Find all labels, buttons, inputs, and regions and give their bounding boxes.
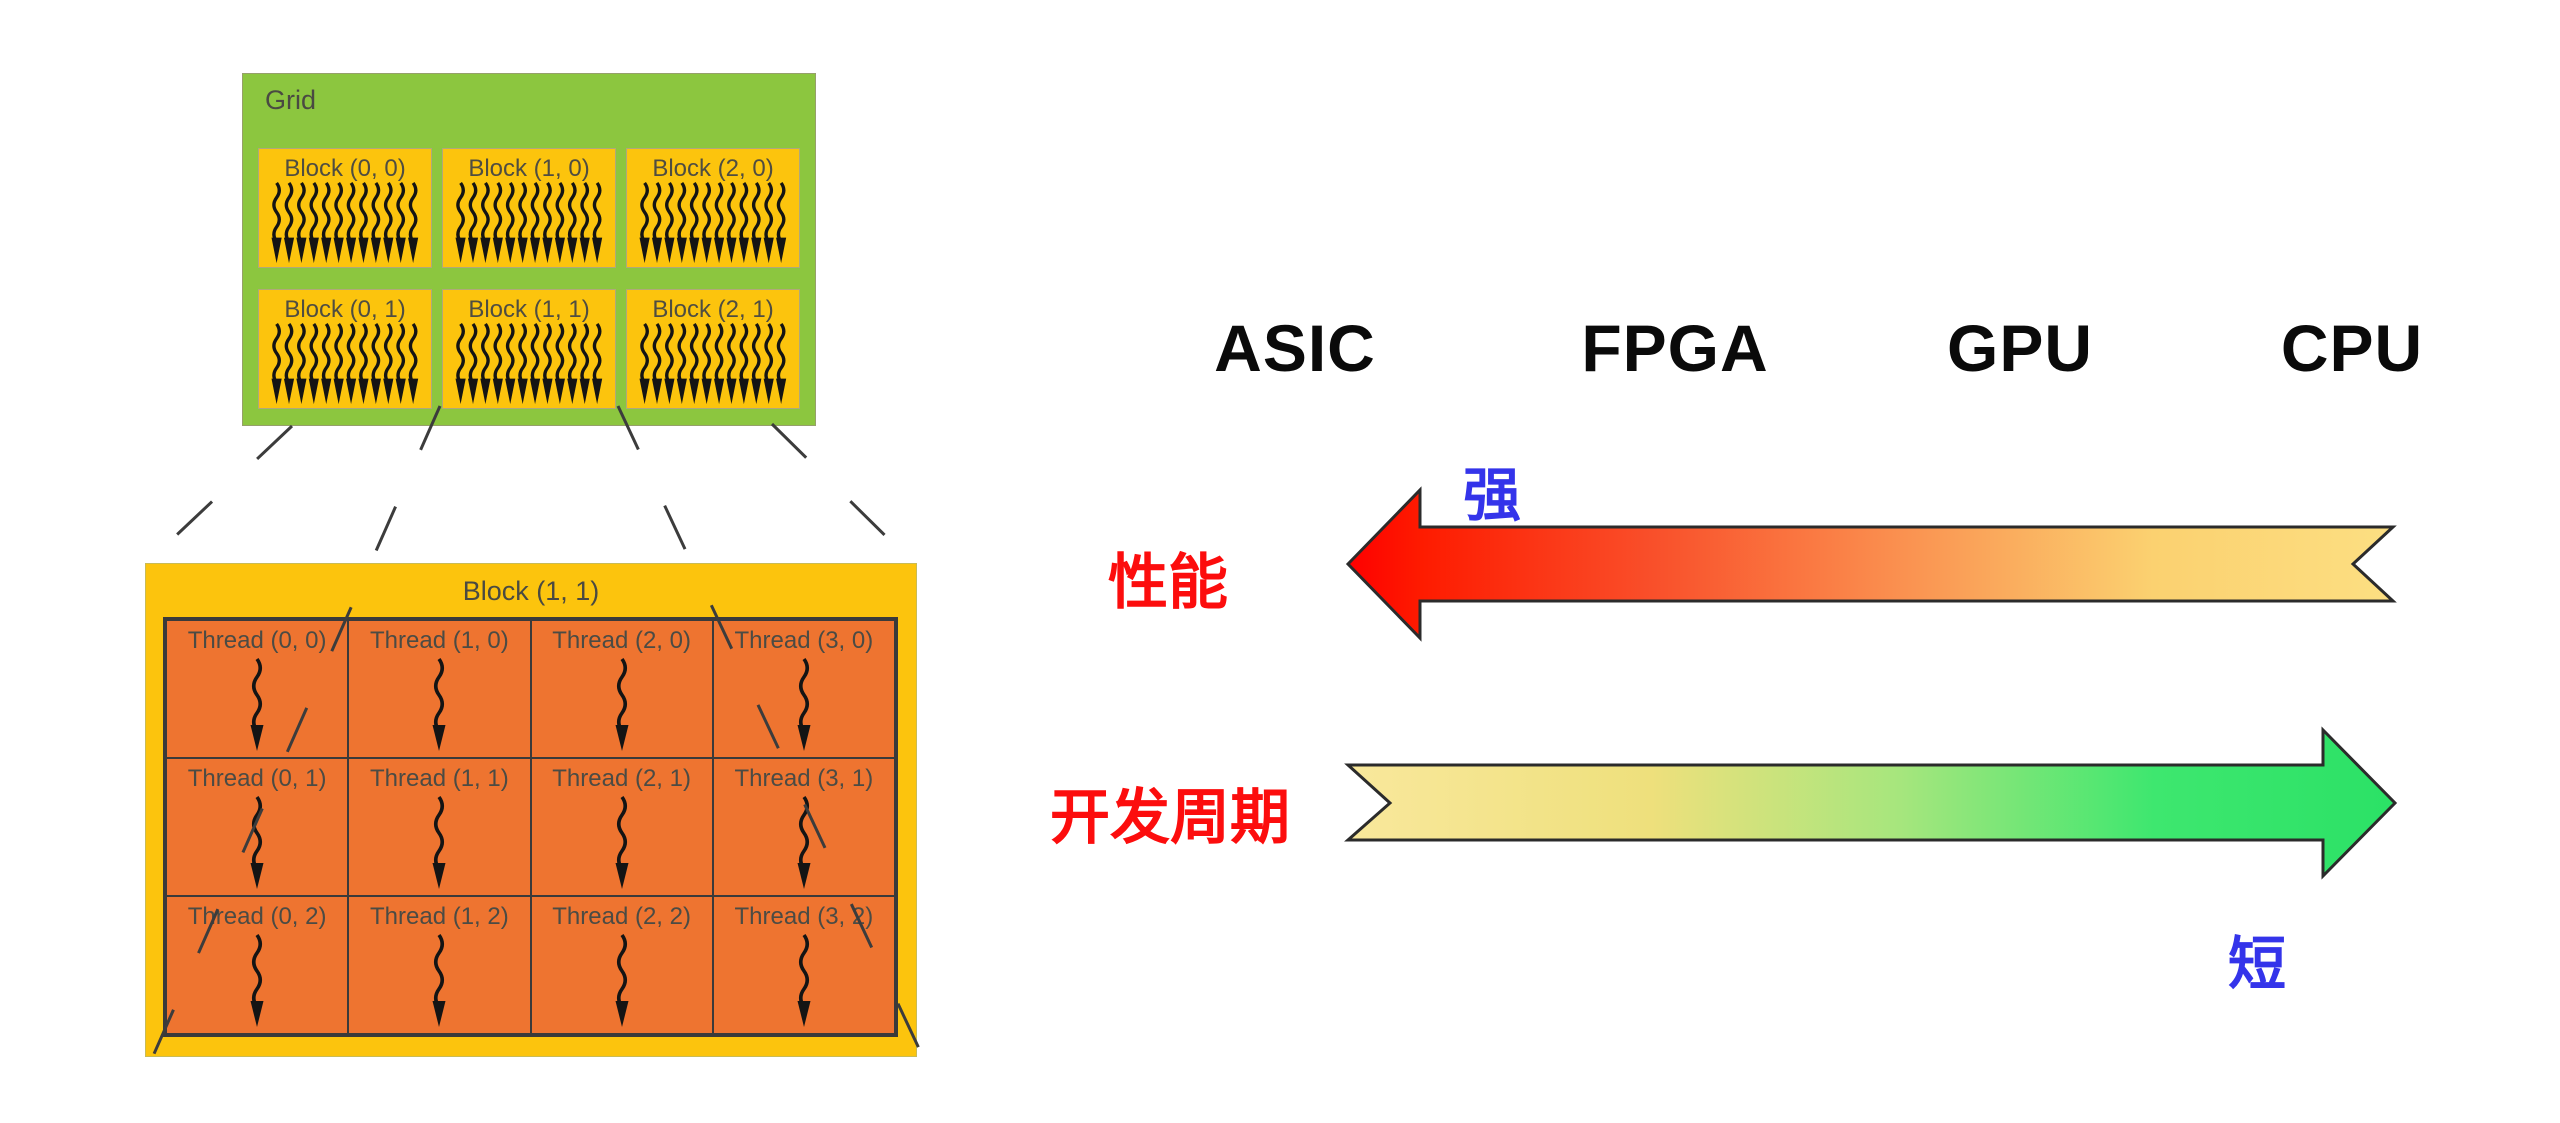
thread-squiggle-icon: [248, 933, 266, 1029]
thread-squiggle-icon: [431, 795, 448, 891]
thread-waves-icon: [637, 322, 789, 408]
grid-title: Grid: [265, 85, 317, 115]
block-detail-box: Block (1, 1) Thread (0, 0) Thread (1, 0)…: [145, 563, 917, 1057]
thread-cell-2-0: Thread (2, 0): [530, 620, 713, 758]
short-label: 短: [2227, 932, 2287, 997]
performance-label: 性能: [1108, 550, 1228, 616]
thread-cell-2-1: Thread (2, 1): [530, 758, 713, 896]
thread-squiggle-icon: [795, 933, 813, 1029]
thread-waves-icon: [637, 181, 789, 267]
thread-cell-3-0: Thread (3, 0): [712, 620, 895, 758]
grid-block-1-0: Block (1, 0): [442, 148, 616, 268]
thread-squiggle-icon: [613, 933, 630, 1029]
thread-squiggle-icon: [248, 657, 266, 753]
thread-waves-icon: [453, 322, 605, 408]
grid-block-2-1: Block (2, 1): [626, 289, 800, 409]
grid-block-label: Block (0, 0): [284, 155, 406, 182]
thread-table: Thread (0, 0) Thread (1, 0) Thread (2, 0…: [163, 617, 898, 1037]
dev-cycle-arrow: [1344, 726, 2398, 880]
grid-block-1-1: Block (1, 1): [442, 289, 616, 409]
grid-block-label: Block (1, 0): [468, 155, 590, 182]
grid-block-2-0: Block (2, 0): [626, 148, 800, 268]
thread-squiggle-icon: [248, 795, 266, 891]
thread-squiggle-icon: [613, 657, 630, 753]
thread-squiggle-icon: [431, 657, 448, 753]
thread-cell-1-0: Thread (1, 0): [348, 620, 531, 758]
thread-cell-1-2: Thread (1, 2): [348, 896, 531, 1034]
thread-squiggle-icon: [613, 795, 630, 891]
thread-waves-icon: [269, 181, 421, 267]
thread-cell-3-2: Thread (3, 2): [712, 896, 895, 1034]
grid-block-0-0: Block (0, 0): [258, 148, 432, 268]
dev-cycle-label: 开发周期: [1050, 785, 1290, 851]
platform-label-fpga: FPGA: [1581, 311, 1769, 385]
thread-squiggle-icon: [795, 657, 813, 753]
thread-cell-0-1: Thread (0, 1): [166, 758, 349, 896]
grid-block-label: Block (2, 0): [652, 155, 774, 182]
cuda-grid-box: Grid Block (0, 0) Block (1, 0) Block (2,…: [242, 73, 816, 426]
grid-block-0-1: Block (0, 1): [258, 289, 432, 409]
platform-label-asic: ASIC: [1214, 311, 1376, 385]
thread-squiggle-icon: [795, 795, 813, 891]
thread-cell-2-2: Thread (2, 2): [530, 896, 713, 1034]
thread-waves-icon: [269, 322, 421, 408]
performance-arrow: [1345, 486, 2397, 642]
grid-block-label: Block (2, 1): [652, 296, 774, 323]
thread-cell-3-1: Thread (3, 1): [712, 758, 895, 896]
block-detail-title: Block (1, 1): [462, 576, 600, 606]
thread-waves-icon: [453, 181, 605, 267]
grid-block-label: Block (0, 1): [284, 296, 406, 323]
strong-label: 强: [1462, 463, 1522, 528]
grid-block-label: Block (1, 1): [468, 296, 590, 323]
platform-label-gpu: GPU: [1946, 311, 2094, 385]
thread-cell-1-1: Thread (1, 1): [348, 758, 531, 896]
thread-cell-0-2: Thread (0, 2): [166, 896, 349, 1034]
platform-label-cpu: CPU: [2280, 311, 2424, 385]
thread-cell-0-0: Thread (0, 0): [166, 620, 349, 758]
thread-squiggle-icon: [431, 933, 448, 1029]
